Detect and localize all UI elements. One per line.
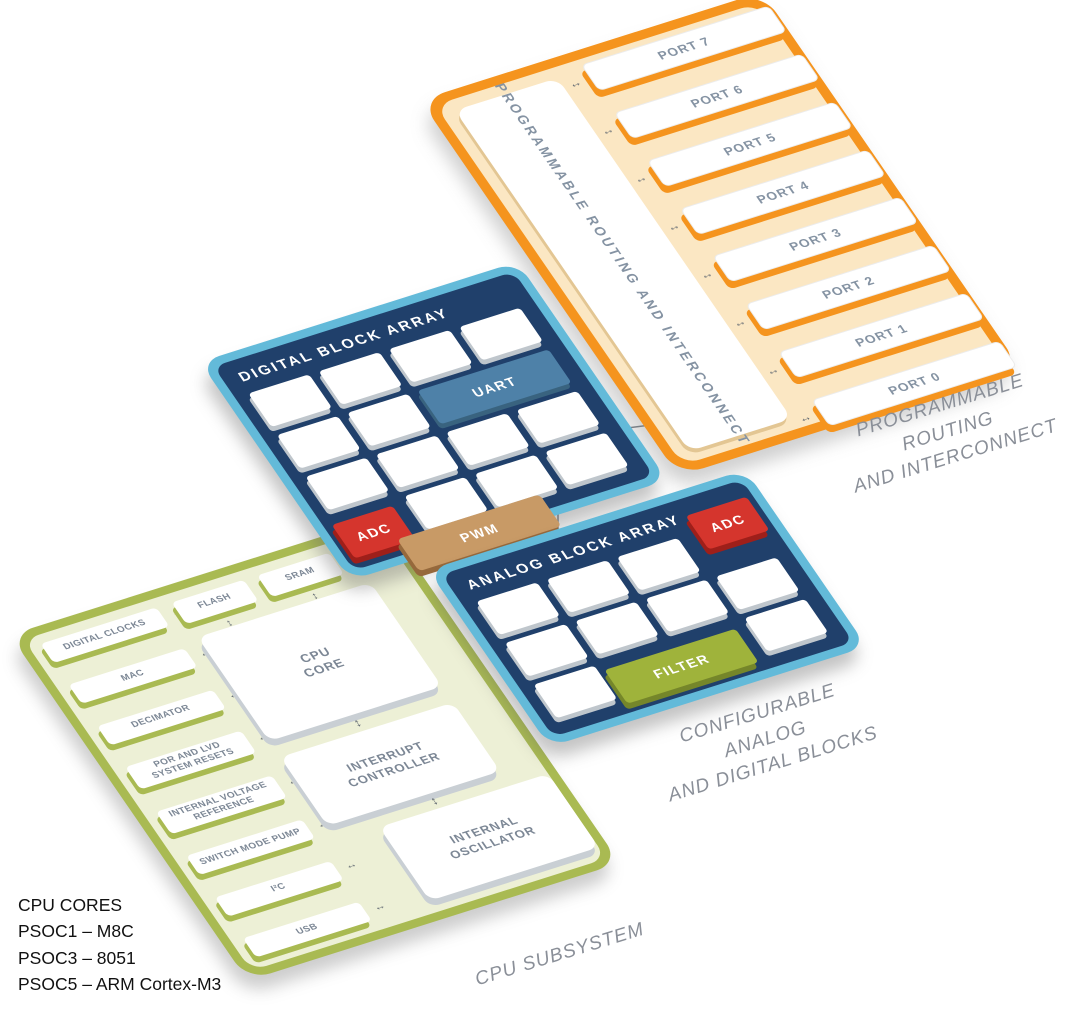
block-tile [318, 352, 403, 405]
port-label: PORT 2 [819, 273, 878, 302]
block-tile [459, 307, 544, 361]
block-tile [546, 560, 631, 613]
block-tile [388, 329, 473, 383]
block-tile [474, 454, 559, 508]
block-tile [476, 582, 561, 636]
switch-mode-pump-block: SWITCH MODE PUMP [186, 819, 316, 876]
block-tile [575, 601, 660, 655]
usb-block: USB [242, 901, 372, 958]
vertical-arrow-icon: ↕ [426, 793, 442, 808]
port-label: PORT 3 [786, 225, 845, 254]
block-tile [375, 435, 460, 489]
block-tile [544, 432, 629, 486]
block-tile [504, 623, 589, 677]
block-tile [516, 390, 601, 444]
interrupt-controller-label: INTERRUPT CONTROLLER [344, 739, 443, 790]
block-tile [645, 579, 730, 633]
port-label: PORT 7 [654, 34, 714, 63]
block-tile [616, 537, 701, 591]
vertical-arrow-icon: ↕ [350, 715, 365, 730]
mac-block: MAC [68, 648, 198, 705]
block-tile [446, 413, 530, 466]
analog-block-grid: ADC FILTER [476, 496, 830, 719]
adc-block: ADC [331, 505, 416, 559]
legend-line: PSOC5 – ARM Cortex-M3 [18, 973, 222, 994]
legend-line: PSOC1 – M8C [18, 921, 134, 942]
por-lvd-block: POR AND LVD SYSTEM RESETS [125, 730, 257, 790]
legend-line: PSOC3 – 8051 [18, 947, 136, 968]
port-label: PORT 1 [852, 321, 911, 350]
block-tile [744, 598, 829, 652]
port-label: PORT 5 [720, 130, 780, 158]
voltage-reference-block: INTERNAL VOLTAGE REFERENCE [155, 775, 287, 834]
port-label: PORT 4 [753, 177, 812, 206]
internal-oscillator-label: INTERNAL OSCILLATOR [447, 814, 539, 862]
cpu-core-label: CPU CORE [296, 644, 348, 680]
legend-title: CPU CORES [18, 895, 123, 915]
i2c-block: I²C [214, 860, 344, 917]
cpu-cores-legend: CPU CORES PSOC1 – M8C PSOC3 – 8051 PSOC5… [18, 892, 221, 997]
flash-block: FLASH [171, 579, 259, 625]
digital-clocks-block: DIGITAL CLOCKS [40, 607, 170, 664]
block-tile [347, 393, 432, 447]
block-tile [533, 665, 618, 719]
block-tile [248, 374, 333, 428]
block-tile [715, 557, 800, 611]
sram-block: SRAM [257, 552, 345, 598]
digital-block-grid: UART ADC [248, 307, 631, 559]
block-tile [276, 415, 361, 469]
decimator-block: DECIMATOR [97, 689, 227, 746]
port-label: PORT 6 [687, 82, 747, 111]
cpu-subsystem-caption: CPU SUBSYSTEM [472, 918, 647, 991]
block-tile [305, 457, 390, 511]
